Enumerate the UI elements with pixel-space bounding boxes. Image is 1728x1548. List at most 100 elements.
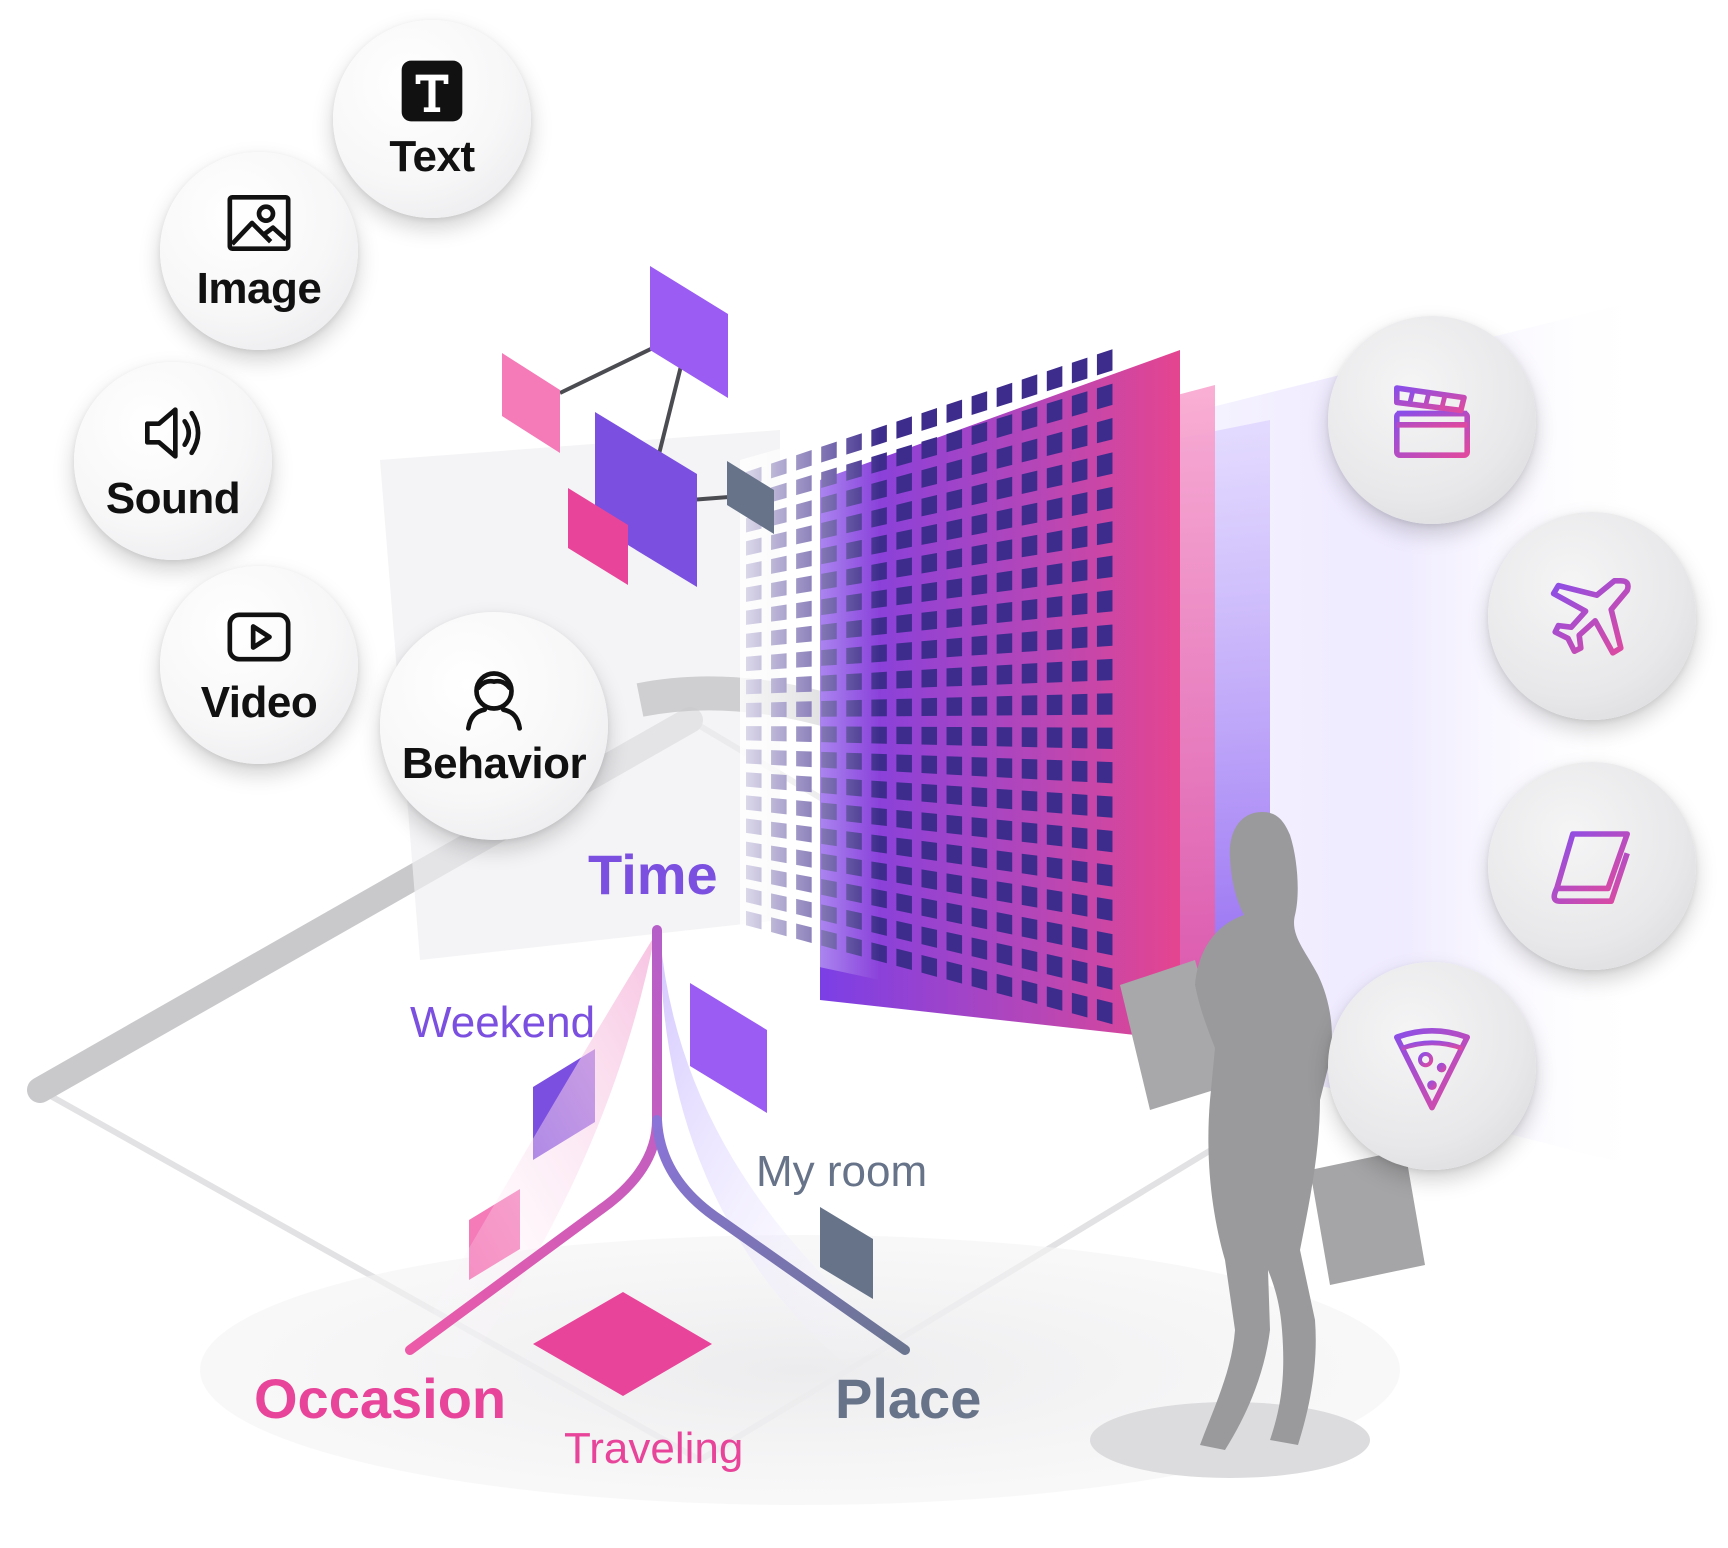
grid-cell xyxy=(971,847,988,869)
grid-cell xyxy=(996,508,1013,531)
grid-cell xyxy=(1071,959,1088,984)
grid-cell xyxy=(1046,563,1063,586)
grid-cell xyxy=(921,783,938,803)
image-input-bubble: Image xyxy=(160,152,358,350)
grid-cell xyxy=(896,501,912,523)
grid-cell xyxy=(1096,418,1113,444)
grid-cell xyxy=(1071,357,1088,384)
grid-cell xyxy=(896,865,912,886)
grid-cell xyxy=(971,666,988,686)
grid-cell xyxy=(1096,486,1113,512)
grid-cell xyxy=(1046,464,1063,489)
my-room-label: My room xyxy=(756,1147,928,1196)
grid-cell xyxy=(946,429,963,453)
grid-cell xyxy=(946,726,963,746)
grid-cell xyxy=(1096,590,1113,613)
grid-cell xyxy=(921,610,938,631)
grid-cell xyxy=(946,637,963,658)
shopper-silhouette xyxy=(1120,812,1425,1450)
grid-cell xyxy=(1046,759,1063,781)
grid-cell xyxy=(896,670,912,689)
grid-cell xyxy=(946,844,963,865)
grid-cell xyxy=(1021,534,1038,558)
text-icon xyxy=(401,60,463,122)
grid-cell xyxy=(1096,349,1113,376)
grid-cell xyxy=(971,727,988,747)
movie-icon xyxy=(1394,385,1470,458)
grid-cell xyxy=(946,902,963,925)
grid-cell xyxy=(996,943,1013,966)
grid-cell xyxy=(971,574,988,596)
grid-cell xyxy=(1071,793,1088,816)
grid-cell xyxy=(1021,916,1038,940)
grid-cell xyxy=(1021,631,1038,653)
grid-cell xyxy=(971,452,988,476)
grid-cell xyxy=(921,954,938,977)
grid-cell xyxy=(1071,391,1088,417)
grid-cell xyxy=(921,812,938,832)
grid-cell xyxy=(896,585,912,606)
behavior-label: Behavior xyxy=(401,739,587,788)
video-play-icon xyxy=(227,612,291,662)
grid-cell xyxy=(1021,758,1038,780)
grid-cell xyxy=(996,819,1013,841)
grid-cell xyxy=(1021,885,1038,908)
grid-cell xyxy=(921,869,938,890)
time-axis-label: Time xyxy=(588,843,718,906)
grid-cell xyxy=(921,840,938,861)
grid-cell xyxy=(896,642,912,661)
grid-cell xyxy=(1021,695,1038,716)
grid-cell xyxy=(1021,470,1038,495)
grid-cell xyxy=(971,391,988,416)
grid-cell xyxy=(1071,626,1088,649)
grid-cell xyxy=(1096,795,1113,818)
grid-cell xyxy=(996,414,1013,438)
grid-cell xyxy=(1021,980,1038,1004)
grid-cell xyxy=(1071,893,1088,917)
grid-cell xyxy=(1021,853,1038,876)
person-icon xyxy=(466,671,522,731)
grid-cell xyxy=(1046,530,1063,554)
text-label: Text xyxy=(389,132,475,181)
grid-cell xyxy=(971,817,988,838)
grid-cell xyxy=(996,664,1013,685)
grid-cell xyxy=(1021,406,1038,431)
video-input-bubble: Video xyxy=(160,566,358,764)
grid-cell xyxy=(1021,948,1038,972)
grid-cell xyxy=(1096,383,1113,410)
book-category-bubble xyxy=(1488,762,1696,970)
grid-cell xyxy=(1096,555,1113,579)
grid-cell xyxy=(971,757,988,777)
grid-cell xyxy=(946,931,963,954)
grid-cell xyxy=(1071,826,1088,850)
grid-cell xyxy=(1021,790,1038,812)
grid-cell xyxy=(1071,458,1088,483)
grid-cell xyxy=(1071,559,1088,583)
grid-cell xyxy=(921,407,938,431)
grid-cell xyxy=(1046,694,1063,716)
grid-cell xyxy=(1046,661,1063,683)
occasion-axis-label: Occasion xyxy=(254,1367,507,1430)
grid-cell xyxy=(996,788,1013,810)
grid-cell xyxy=(1021,566,1038,589)
airplane-icon xyxy=(1550,578,1631,656)
grid-cell xyxy=(921,494,938,517)
grid-cell xyxy=(1021,727,1038,748)
movie-category-bubble xyxy=(1328,316,1536,524)
grid-cell xyxy=(1096,658,1113,681)
grid-cell xyxy=(946,488,963,511)
sound-label: Sound xyxy=(105,474,241,523)
grid-cell xyxy=(996,758,1013,778)
behavior-input-bubble: Behavior xyxy=(380,612,608,840)
text-input-bubble: Text xyxy=(333,20,531,218)
grid-cell xyxy=(971,787,988,808)
grid-cell xyxy=(1096,863,1113,887)
grid-cell xyxy=(921,436,938,460)
grid-cell xyxy=(1046,398,1063,424)
grid-cell xyxy=(971,907,988,930)
grid-cell xyxy=(1096,999,1113,1025)
grid-cell xyxy=(946,814,963,835)
grid-cell xyxy=(896,613,912,633)
grid-cell xyxy=(946,785,963,806)
grid-cell xyxy=(996,570,1013,593)
